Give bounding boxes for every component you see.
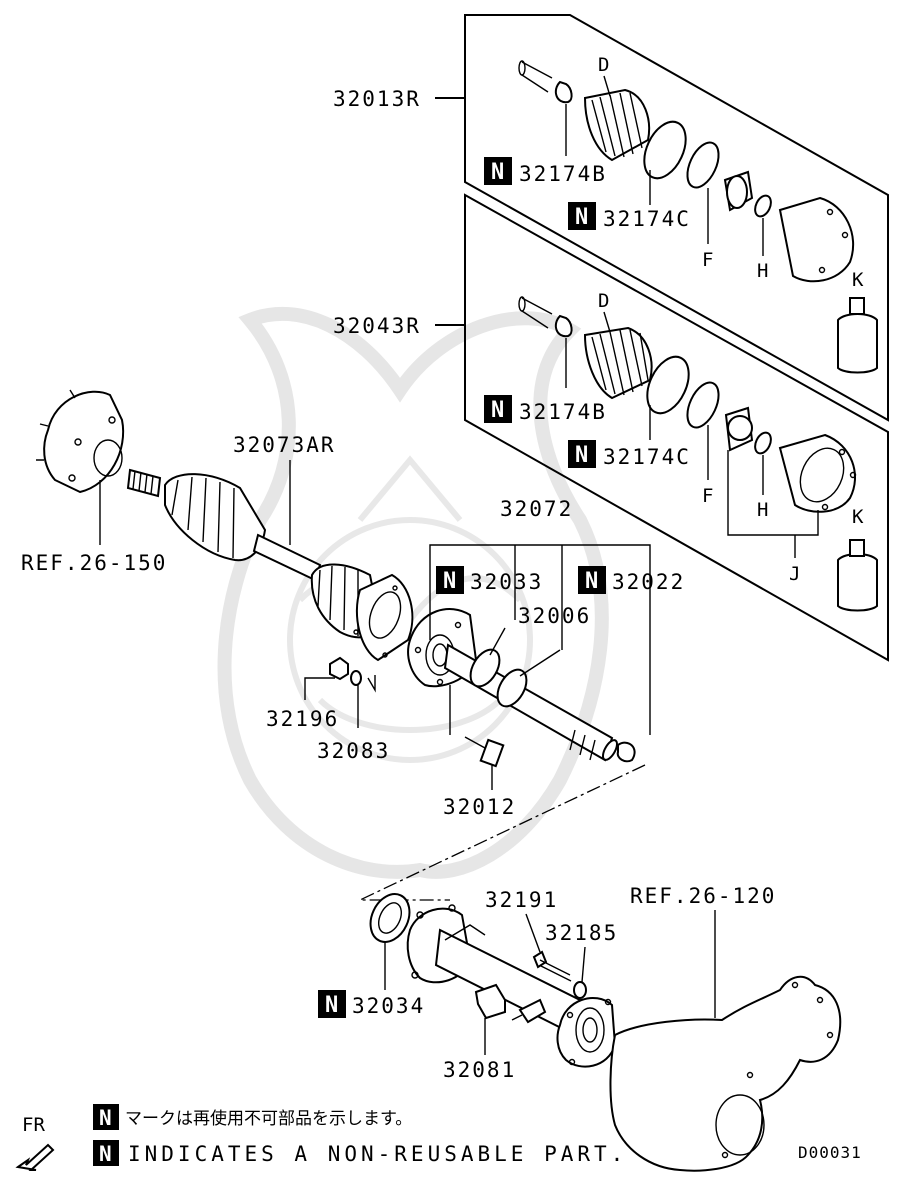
legend: FR N マークは再使用不可部品を示します。 N INDICATES A NON… — [15, 1104, 862, 1171]
legend-badge-jp — [93, 1104, 119, 1130]
label-32174b-top: 32174B — [519, 162, 607, 186]
fr-arrow-icon — [15, 1143, 55, 1171]
label-32174c-bottom: 32174C — [603, 445, 691, 469]
label-32174b-bottom: 32174B — [519, 400, 607, 424]
svg-text:N: N — [443, 569, 456, 594]
label-h-top: H — [757, 260, 768, 282]
kit-panel-32043r: 32043R D N 32174B N 32174C F — [333, 193, 889, 662]
label-k-bottom: K — [852, 506, 864, 528]
label-32196: 32196 — [266, 707, 339, 731]
watermark-emblem — [217, 306, 609, 879]
svg-text:N: N — [99, 1106, 112, 1130]
label-32072: 32072 — [500, 497, 573, 521]
boot-bottom — [583, 326, 653, 400]
label-32174c-top: 32174C — [603, 207, 691, 231]
badge-n-32174c-top — [568, 202, 596, 230]
label-32043r: 32043R — [333, 314, 421, 338]
axle-tube-assembly — [369, 893, 617, 1068]
label-32185: 32185 — [545, 921, 618, 945]
label-32006: 32006 — [518, 604, 591, 628]
label-32013r: 32013R — [333, 87, 421, 111]
svg-text:N: N — [325, 993, 338, 1018]
label-h-bottom: H — [757, 499, 768, 521]
grease-tube-top — [837, 297, 878, 374]
svg-text:N: N — [491, 398, 504, 423]
legend-text-en: INDICATES A NON-REUSABLE PART. — [128, 1142, 627, 1166]
label-f-bottom: F — [702, 485, 713, 507]
kit-panel-32013r: 32013R D N 32174B — [333, 14, 889, 422]
grease-tube-bottom — [837, 539, 878, 612]
label-ref-26-150: REF.26-150 — [21, 551, 167, 575]
label-32191: 32191 — [485, 888, 558, 912]
differential-housing — [609, 975, 842, 1172]
label-ref-26-120: REF.26-120 — [630, 884, 776, 908]
badge-n-32022 — [578, 566, 606, 594]
badge-n-32033 — [436, 566, 464, 594]
leaders-main: 32073AR REF.26-150 32072 N 32033 N 32022… — [21, 433, 685, 819]
label-d-bottom: D — [598, 290, 609, 312]
badge-n-32174b-top — [484, 157, 512, 185]
label-32033: 32033 — [470, 570, 543, 594]
label-k-top: K — [852, 269, 864, 291]
leaders-lower: 32191 32185 REF.26-120 N 32034 32081 — [318, 884, 776, 1082]
drive-shaft-assembly — [36, 389, 636, 768]
svg-text:N: N — [99, 1142, 112, 1166]
diagram-code: D00031 — [798, 1143, 862, 1162]
svg-text:N: N — [575, 205, 588, 230]
legend-text-jp: マークは再使用不可部品を示します。 — [125, 1108, 412, 1129]
label-j: J — [789, 563, 800, 585]
svg-text:N: N — [491, 160, 504, 185]
label-32083: 32083 — [317, 739, 390, 763]
label-d-top: D — [598, 54, 609, 76]
badge-n-32174c-bottom — [568, 440, 596, 468]
label-32073ar: 32073AR — [233, 433, 336, 457]
label-32022: 32022 — [612, 570, 685, 594]
badge-n-32034 — [318, 990, 346, 1018]
boot-top — [583, 88, 651, 162]
label-f-top: F — [702, 249, 713, 271]
svg-text:N: N — [585, 569, 598, 594]
svg-text:N: N — [575, 443, 588, 468]
fr-label: FR — [22, 1114, 45, 1136]
label-32034: 32034 — [352, 994, 425, 1018]
legend-badge-en — [93, 1140, 119, 1166]
label-32081: 32081 — [443, 1058, 516, 1082]
label-32012: 32012 — [443, 795, 516, 819]
badge-n-32174b-bottom — [484, 395, 512, 423]
connection-line — [359, 764, 646, 901]
